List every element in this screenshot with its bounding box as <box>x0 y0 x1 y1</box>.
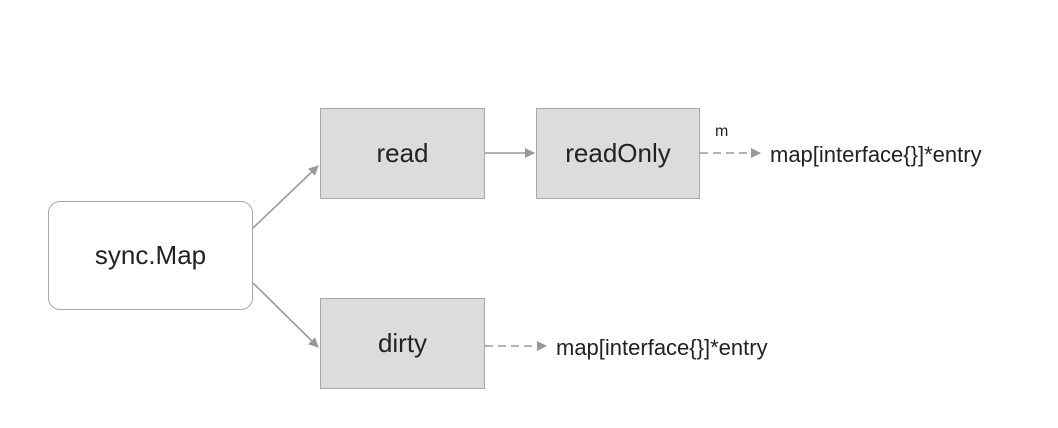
node-dirty-label: dirty <box>377 328 428 358</box>
node-sync-map: sync.Map <box>48 201 253 310</box>
read-only-map-label: map[interface{}]*entry <box>770 142 982 167</box>
node-read: read <box>320 108 485 199</box>
node-read-only: readOnly <box>536 108 700 199</box>
node-read-only-label: readOnly <box>565 138 671 168</box>
dirty-map-label: map[interface{}]*entry <box>556 335 768 360</box>
node-sync-map-label: sync.Map <box>94 240 207 270</box>
edge-syncmap-to-read <box>252 165 319 229</box>
edge-label-m: m <box>715 123 729 140</box>
node-dirty: dirty <box>320 298 485 389</box>
edge-syncmap-to-dirty <box>252 282 319 348</box>
node-read-label: read <box>376 138 429 168</box>
